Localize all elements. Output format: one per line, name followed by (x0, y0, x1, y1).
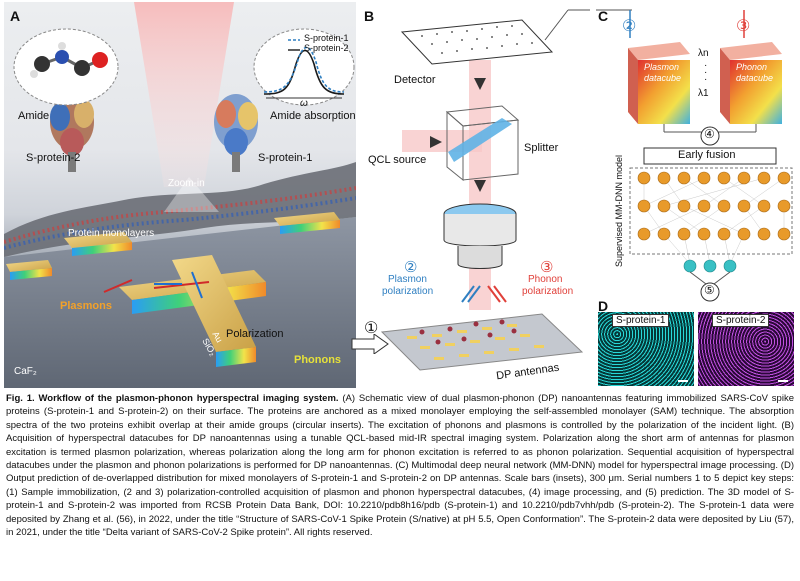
caption-body: (A) Schematic view of dual plasmon-phono… (6, 393, 794, 539)
panel-b-label: B (364, 8, 375, 24)
absorption-curve-s1 (263, 46, 345, 93)
step-1-marker: ① (364, 320, 379, 337)
light-beam (134, 2, 234, 187)
phonons-label: Phonons (294, 354, 342, 366)
phonon-cube-label-2: datacube (736, 73, 774, 83)
panel-b-illustration (380, 9, 590, 371)
detector-grid (400, 19, 554, 65)
lambda-1-label: λ1 (698, 88, 709, 99)
model-label: Supervised MM-DNN model (614, 154, 624, 268)
panel-c-label: C (598, 8, 609, 24)
omega-label: ω (300, 98, 308, 109)
lambda-n-label: λn (698, 48, 709, 59)
step-3-marker: ③ (736, 18, 751, 35)
figure-caption: Fig. 1. Workflow of the plasmon-phonon h… (6, 392, 794, 539)
amide-inset (13, 28, 119, 106)
caption-title: Fig. 1. Workflow of the plasmon-phonon h… (6, 393, 339, 404)
phonon-datacube (720, 42, 782, 124)
absorption-inset (253, 28, 355, 106)
plasmon-datacube (628, 42, 690, 124)
s-protein-2-model (50, 94, 94, 172)
early-fusion-label: Early fusion (678, 149, 736, 161)
plasmon-cube-label-2: datacube (644, 73, 682, 83)
phonon-cube-label-1: Phonon (736, 62, 768, 72)
scale-bar-s1 (678, 380, 688, 382)
cross-antenna (119, 255, 266, 367)
caf2-label: CaF₂ (14, 366, 37, 377)
figure: A Amide S-protein-1 S-protein-2 ω Amide … (4, 2, 796, 388)
panel-a: A Amide S-protein-1 S-protein-2 ω Amide … (4, 2, 356, 388)
early-fusion-box (643, 147, 777, 165)
plasmon-pol-label-1: Plasmon (388, 274, 427, 285)
phonon-step-number: ③ (540, 259, 554, 276)
protein-monolayer-band (4, 162, 356, 257)
panel-c-illustration (596, 9, 793, 302)
panel-d-label: D (598, 298, 609, 314)
s-protein-1-model (214, 94, 258, 172)
phonon-pol-label-2: polarization (522, 286, 574, 297)
amide-molecule (30, 42, 108, 78)
panel-c: C ② ③ Plasmon datacube Phonon datacube λ… (594, 2, 796, 302)
panel-d: D S-protein-1 S-protein-2 (594, 298, 796, 388)
zoom-label: Zoom-in (168, 178, 205, 189)
panel-b: B Detector Splitter QCL source ② Plasmon… (362, 2, 590, 388)
s-protein-1-label: S-protein-1 (258, 152, 313, 164)
polarization-label: Polarization (226, 328, 284, 340)
output-nodes (683, 259, 737, 273)
plasmon-cube-label-1: Plasmon (644, 62, 680, 72)
monolayer-label: Protein monolayers (68, 228, 155, 239)
step-5-marker: ⑤ (704, 283, 715, 297)
map-label-s1: S-protein-1 (612, 314, 670, 327)
amide-label: Amide (18, 110, 50, 122)
legend-s2: S-protein-2 (304, 43, 349, 53)
plasmon-pol-label-2: polarization (382, 286, 434, 297)
splitter-label: Splitter (524, 142, 559, 154)
detector-label: Detector (394, 74, 436, 86)
panel-a-illustration (4, 2, 356, 388)
absorption-label: Amide absorption (270, 110, 356, 122)
model-box (629, 167, 793, 255)
plasmon-step-number: ② (404, 259, 418, 276)
scale-bar-s2 (778, 380, 788, 382)
panel-a-label: A (10, 8, 21, 24)
legend-s1: S-protein-1 (304, 33, 349, 43)
plasmons-label: Plasmons (60, 300, 112, 312)
splitter-plate (448, 118, 512, 162)
s-protein-2-label: S-protein-2 (26, 152, 81, 164)
side-antennas (6, 212, 340, 280)
antenna-plate (380, 313, 584, 371)
step-2-marker: ② (622, 18, 637, 35)
step-4-marker: ④ (704, 127, 715, 141)
phonon-pol-label-1: Phonon (528, 274, 563, 285)
map-label-s2: S-protein-2 (712, 314, 770, 327)
step-1-arrow (351, 334, 389, 354)
network-nodes (637, 171, 791, 241)
absorption-curve-s2 (263, 49, 345, 95)
network-edges (643, 177, 785, 265)
qcl-source-label: QCL source (368, 154, 427, 166)
